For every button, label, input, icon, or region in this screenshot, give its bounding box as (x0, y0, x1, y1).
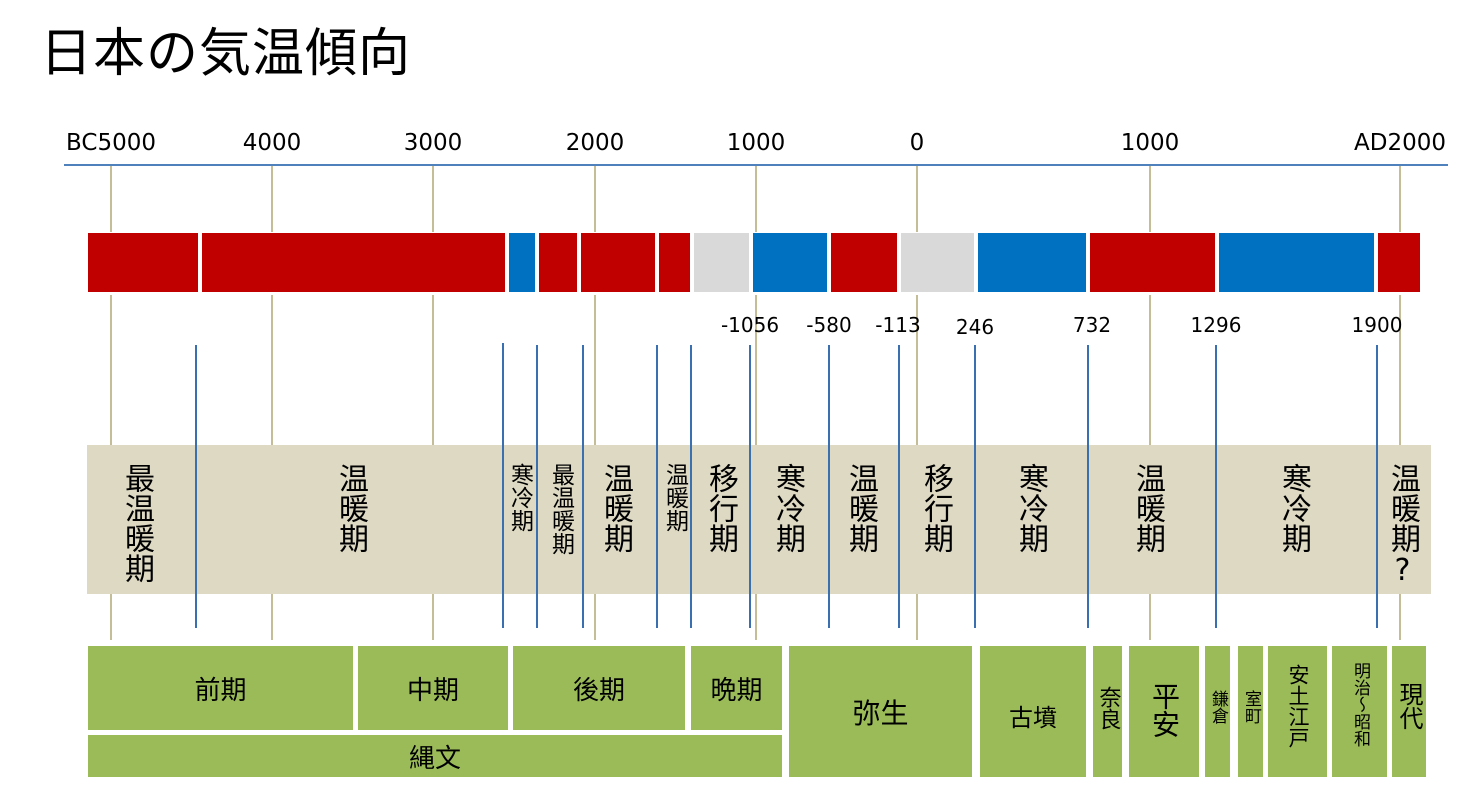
boundary-year-label: 246 (955, 315, 995, 339)
boundary-line (690, 345, 692, 628)
boundary-line (1215, 345, 1217, 628)
grid-line (916, 166, 918, 232)
climate-band-cold (978, 233, 1086, 292)
era-box-kamakura: 鎌倉 (1205, 646, 1230, 777)
era-box-jomon-final: 晩期 (691, 646, 782, 730)
tick-label: 2000 (565, 130, 625, 156)
grid-line (1399, 166, 1401, 232)
boundary-year-label: 732 (1072, 313, 1112, 337)
climate-period-label: 温暖期 (1130, 463, 1165, 553)
climate-period-label: 寒冷期 (1013, 463, 1048, 553)
boundary-year-label: -1056 (720, 313, 780, 337)
tick-label: 1000 (726, 130, 786, 156)
climate-period-label: 温暖期 (598, 463, 633, 553)
era-label: 後期 (572, 675, 625, 706)
era-label: 鎌倉 (1208, 690, 1228, 724)
climate-period-label: 最温暖期 (119, 463, 154, 583)
grid-line (432, 166, 434, 232)
climate-period-label: 寒冷期 (770, 463, 805, 553)
climate-band-cold (753, 233, 827, 292)
era-box-yayoi: 弥生 (789, 646, 972, 777)
era-label: 中期 (406, 675, 459, 706)
boundary-year-label: -580 (806, 313, 852, 337)
boundary-line (828, 345, 830, 628)
boundary-line (898, 345, 900, 628)
climate-period-strip (87, 445, 1431, 594)
era-label: 弥生 (852, 696, 909, 730)
climate-period-label: 温暖期 (661, 463, 688, 532)
climate-period-label: 移行期 (918, 463, 953, 553)
era-box-jomon-late: 後期 (513, 646, 685, 730)
era-box-jomon-middle: 中期 (358, 646, 508, 730)
era-label: 古墳 (1009, 704, 1057, 732)
era-label: 前期 (194, 675, 247, 706)
era-box-gendai: 現代 (1392, 646, 1426, 777)
climate-band-warm (831, 233, 897, 292)
climate-period-label: 温暖期? (1385, 463, 1420, 588)
climate-band-warm (659, 233, 690, 292)
climate-band-transition (694, 233, 749, 292)
timeline-axis (64, 164, 1448, 166)
climate-period-label: 寒冷期 (506, 463, 533, 532)
climate-period-label: 移行期 (703, 463, 738, 553)
era-label: 縄文 (408, 743, 461, 774)
boundary-line (502, 343, 504, 628)
era-label: 現代 (1395, 682, 1423, 730)
climate-band-cold (509, 233, 535, 292)
climate-band-warm (1090, 233, 1215, 292)
grid-line (1149, 166, 1151, 232)
boundary-line (974, 345, 976, 628)
tick-label: BC5000 (66, 130, 156, 156)
tick-label: 1000 (1120, 130, 1180, 156)
tick-label: 0 (909, 130, 925, 156)
climate-band-cold (1219, 233, 1374, 292)
climate-band-warm (539, 233, 577, 292)
era-box-meiji-showa: 明治～昭和 (1332, 646, 1387, 777)
boundary-line (536, 345, 538, 628)
boundary-line (1376, 345, 1378, 628)
era-label: 室町 (1241, 690, 1261, 724)
boundary-line (195, 345, 197, 628)
era-label: 安土江戸 (1286, 664, 1310, 748)
climate-band-warm (202, 233, 505, 292)
climate-period-label: 温暖期 (333, 463, 368, 553)
era-label: 晩期 (710, 675, 763, 706)
era-box-azuchi-edo: 安土江戸 (1268, 646, 1327, 777)
era-label: 明治～昭和 (1350, 662, 1370, 747)
boundary-year-label: 1296 (1190, 313, 1242, 337)
era-label: 平安 (1148, 682, 1181, 738)
era-box-muromachi: 室町 (1238, 646, 1263, 777)
page-title: 日本の気温傾向 (40, 24, 412, 84)
era-box-jomon: 縄文 (88, 735, 782, 777)
boundary-year-label: 1900 (1351, 313, 1403, 337)
grid-line (594, 166, 596, 232)
boundary-line (1087, 345, 1089, 628)
tick-label: 3000 (403, 130, 463, 156)
climate-band-warm (88, 233, 198, 292)
climate-band-warm (1378, 233, 1420, 292)
climate-period-label: 寒冷期 (1276, 463, 1311, 553)
boundary-year-label: -113 (875, 313, 921, 337)
climate-period-label: 温暖期 (843, 463, 878, 553)
era-box-jomon-early: 前期 (88, 646, 353, 730)
climate-period-label: 最温暖期 (547, 463, 574, 555)
grid-line (755, 166, 757, 232)
climate-band-transition (901, 233, 974, 292)
boundary-line (749, 345, 751, 628)
era-label: 奈良 (1095, 686, 1121, 730)
tick-label: AD2000 (1354, 130, 1446, 156)
tick-label: 4000 (242, 130, 302, 156)
era-box-nara: 奈良 (1093, 646, 1122, 777)
climate-band-warm (581, 233, 655, 292)
era-box-kofun: 古墳 (980, 646, 1086, 777)
era-box-heian: 平安 (1129, 646, 1199, 777)
grid-line (271, 166, 273, 232)
boundary-line (582, 345, 584, 628)
grid-line (110, 166, 112, 232)
boundary-line (656, 345, 658, 628)
